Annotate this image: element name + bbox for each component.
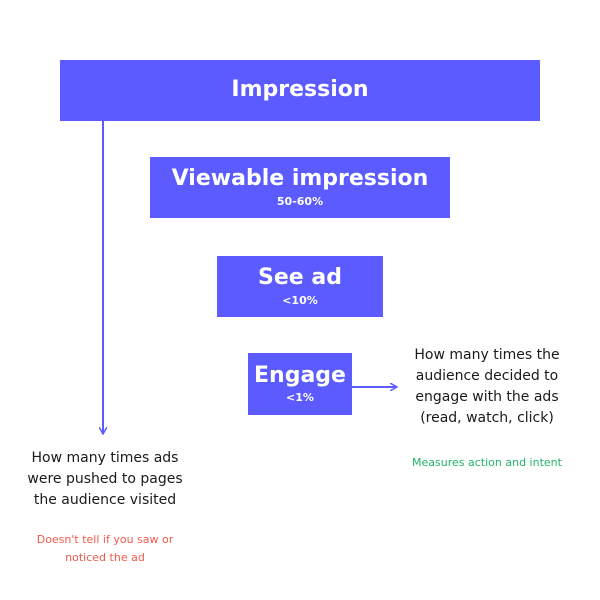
see-ad-title: See ad: [258, 265, 342, 291]
viewable-impression-box: Viewable impression 50-60%: [150, 157, 450, 218]
engage-description: How many times the audience decided to e…: [414, 347, 560, 426]
viewable-impression-title: Viewable impression: [171, 166, 429, 192]
see-ad-box: See ad <10%: [217, 256, 383, 317]
engage-title: Engage: [254, 362, 346, 388]
impression-box: Impression: [60, 60, 540, 121]
impression-title: Impression: [231, 77, 369, 103]
engage-box: Engage <1%: [248, 353, 352, 415]
impression-description: How many times ads were pushed to pages …: [27, 450, 183, 508]
see-ad-rate: <10%: [282, 293, 318, 307]
engage-rate: <1%: [286, 391, 314, 405]
viewable-impression-rate: 50-60%: [276, 194, 324, 208]
engage-caveat: Measures action and intent: [412, 456, 562, 469]
impression-caveat: Doesn't tell if you saw or noticed the a…: [36, 533, 174, 564]
